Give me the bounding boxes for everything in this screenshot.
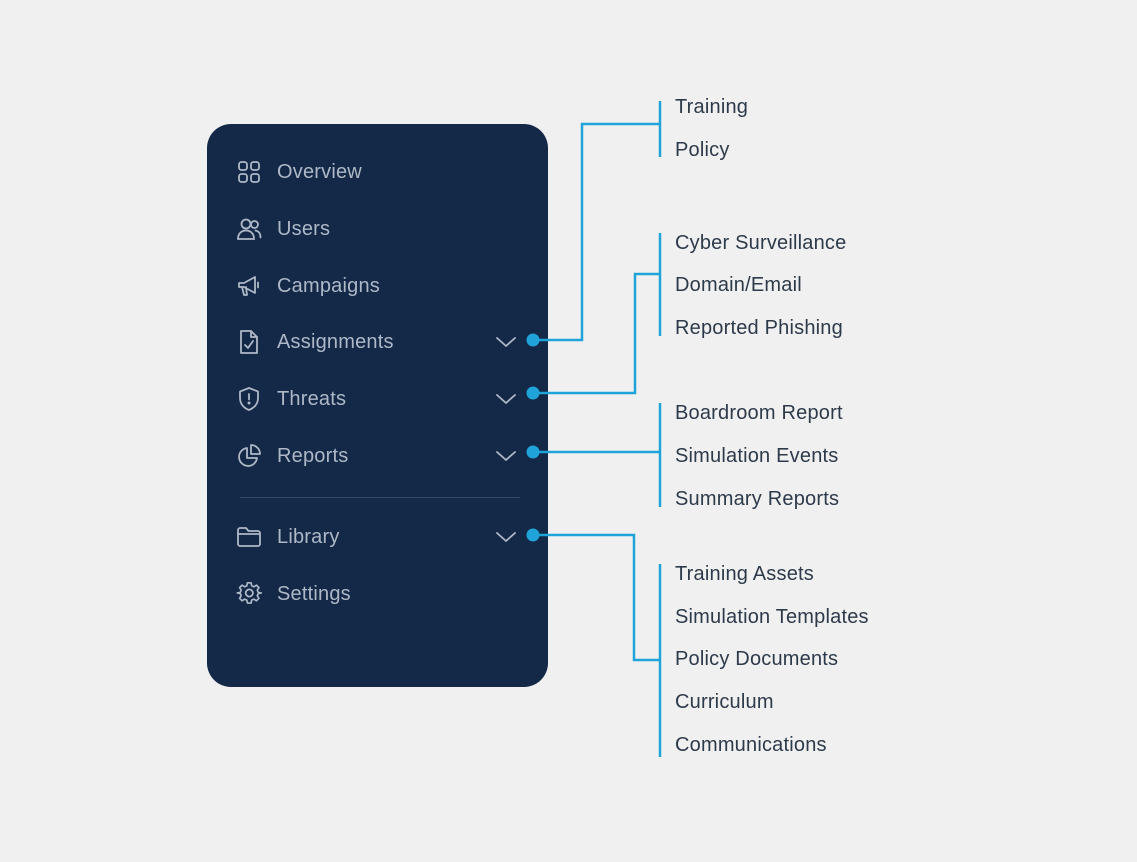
submenu-item-reported-phishing[interactable]: Reported Phishing: [675, 317, 843, 339]
library-connector-dot: [526, 528, 540, 542]
assignments-connector: [533, 122, 660, 342]
threats-connector-dot: [526, 386, 540, 400]
sidebar-item-label: Settings: [277, 583, 351, 605]
sidebar-item-users[interactable]: Users: [207, 207, 548, 251]
sidebar-item-label: Library: [277, 526, 340, 548]
chevron-down-icon[interactable]: [495, 389, 517, 409]
folder-icon: [236, 524, 262, 550]
sidebar-item-label: Overview: [277, 161, 362, 183]
library-connector: [533, 533, 660, 662]
sidebar-item-overview[interactable]: Overview: [207, 150, 548, 194]
chevron-down-icon[interactable]: [495, 527, 517, 547]
sidebar-item-campaigns[interactable]: Campaigns: [207, 264, 548, 308]
submenu-item-training[interactable]: Training: [675, 96, 749, 118]
submenu-item-policy[interactable]: Policy: [675, 139, 730, 161]
shield-alert-icon: [236, 386, 262, 412]
sidebar-item-threats[interactable]: Threats: [207, 377, 548, 421]
sidebar-item-settings[interactable]: Settings: [207, 572, 548, 616]
chevron-down-icon[interactable]: [495, 446, 517, 466]
sidebar-item-label: Campaigns: [277, 275, 380, 297]
submenu-item-simulation-events[interactable]: Simulation Events: [675, 445, 839, 467]
sidebar-item-label: Users: [277, 218, 331, 240]
submenu-item-simulation-templates[interactable]: Simulation Templates: [675, 606, 869, 628]
threats-connector: [533, 272, 660, 395]
reports-connector-dot: [526, 445, 540, 459]
submenu-item-training-assets[interactable]: Training Assets: [675, 563, 814, 585]
sidebar-item-assignments[interactable]: Assignments: [207, 320, 548, 364]
submenu-item-boardroom-report[interactable]: Boardroom Report: [675, 402, 843, 424]
gear-icon: [236, 581, 262, 607]
sidebar-nav: Overview Users Campaigns Assignments: [207, 124, 548, 687]
file-check-icon: [236, 329, 262, 355]
sidebar-item-label: Assignments: [277, 331, 394, 353]
sidebar-item-label: Reports: [277, 445, 349, 467]
sidebar-item-reports[interactable]: Reports: [207, 434, 548, 478]
sidebar-item-label: Threats: [277, 388, 347, 410]
chevron-down-icon[interactable]: [495, 332, 517, 352]
assignments-connector-dot: [526, 333, 540, 347]
submenu-item-summary-reports[interactable]: Summary Reports: [675, 488, 840, 510]
megaphone-icon: [236, 273, 262, 299]
submenu-item-communications[interactable]: Communications: [675, 734, 827, 756]
submenu-item-cyber-surveillance[interactable]: Cyber Surveillance: [675, 232, 847, 254]
submenu-item-curriculum[interactable]: Curriculum: [675, 691, 774, 713]
sidebar-divider: [240, 497, 520, 498]
grid-icon: [236, 159, 262, 185]
sidebar-item-library[interactable]: Library: [207, 515, 548, 559]
pie-chart-icon: [236, 443, 262, 469]
users-icon: [236, 216, 262, 242]
submenu-item-domain-email[interactable]: Domain/Email: [675, 274, 802, 296]
submenu-item-policy-documents[interactable]: Policy Documents: [675, 648, 839, 670]
